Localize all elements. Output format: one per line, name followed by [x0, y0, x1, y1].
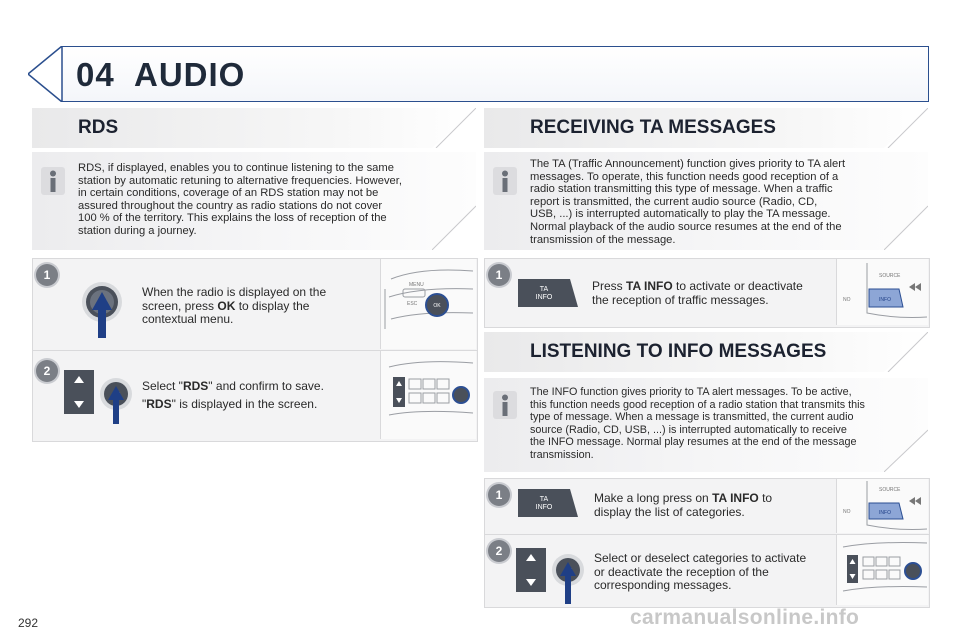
ta-info-text: The TA (Traffic Announcement) function g…	[530, 158, 846, 246]
rds-section-bar	[32, 108, 476, 148]
svg-text:OK: OK	[433, 303, 441, 309]
info-icon	[493, 167, 517, 195]
svg-text:NO: NO	[843, 509, 851, 515]
info-step2-text: Select or deselect categories to activat…	[594, 551, 807, 592]
svg-text:ESC: ESC	[407, 301, 418, 307]
info-section-bar	[484, 332, 928, 372]
arrows-and-ok-icon: OK	[64, 370, 132, 424]
info-title: LISTENING TO INFO MESSAGES	[530, 341, 827, 362]
svg-text:SOURCE: SOURCE	[879, 487, 901, 493]
page-number: 292	[18, 616, 39, 630]
info-icon	[493, 391, 517, 419]
info-icon	[41, 167, 65, 195]
rds-step1-text: When the radio is displayed on the scree…	[142, 285, 327, 326]
header-corner	[28, 46, 68, 102]
ta-info-button-icon: TA INFO	[518, 489, 578, 517]
source-ta-panel-illustration: SOURCE INFO NO	[836, 479, 928, 533]
rds-info-text: RDS, if displayed, enables you to contin…	[78, 162, 402, 237]
svg-text:INFO: INFO	[879, 510, 891, 516]
info-info-panel	[484, 378, 928, 472]
svg-text:MENU: MENU	[409, 282, 424, 288]
rds-info-panel	[32, 152, 476, 250]
rds-bar-slant	[432, 108, 476, 148]
svg-text:SOURCE: SOURCE	[879, 273, 901, 279]
chapter-title: AUDIO	[134, 56, 246, 93]
info-panel-slant	[884, 429, 928, 472]
radio-keypad-illustration	[380, 351, 476, 439]
ta-panel-slant	[884, 205, 928, 250]
step-number-badge: 2	[36, 360, 58, 382]
rds-step2-text: Select "RDS" and confirm to save. "RDS" …	[142, 379, 324, 411]
radio-keypad-illustration	[836, 535, 928, 605]
info-step1-text: Make a long press on TA INFO to display …	[594, 491, 773, 519]
step-number-badge: 2	[488, 540, 510, 562]
watermark: carmanualsonline.info	[630, 606, 860, 629]
arrows-and-ok-icon: OK	[516, 548, 584, 604]
step-number-badge: 1	[36, 264, 58, 286]
source-ta-panel-illustration: SOURCE INFO NO	[836, 259, 928, 325]
svg-text:TA: TA	[540, 496, 549, 503]
svg-text:NO: NO	[843, 297, 851, 303]
radio-panel-illustration: MENU ESC OK	[380, 259, 476, 349]
svg-text:TA: TA	[540, 286, 549, 293]
svg-text:INFO: INFO	[879, 297, 891, 303]
header-bar	[62, 46, 929, 102]
ok-knob-icon: OK	[82, 282, 122, 338]
svg-text:INFO: INFO	[536, 504, 553, 511]
ta-step1-text: Press TA INFO to activate or deactivate …	[592, 279, 803, 307]
chapter-number: 04	[76, 56, 115, 93]
ta-info-button-icon: TA INFO	[518, 279, 578, 307]
step-number-badge: 1	[488, 484, 510, 506]
ta-section-bar	[484, 108, 928, 148]
ta-info-panel	[484, 152, 928, 250]
rds-panel-slant	[432, 205, 476, 250]
ta-bar-slant	[884, 108, 928, 148]
rds-title: RDS	[78, 117, 119, 138]
info-bar-slant	[884, 332, 928, 372]
info-info-text: The INFO function gives priority to TA a…	[530, 386, 865, 461]
svg-text:INFO: INFO	[536, 294, 553, 301]
step-number-badge: 1	[488, 264, 510, 286]
ta-title: RECEIVING TA MESSAGES	[530, 117, 776, 138]
